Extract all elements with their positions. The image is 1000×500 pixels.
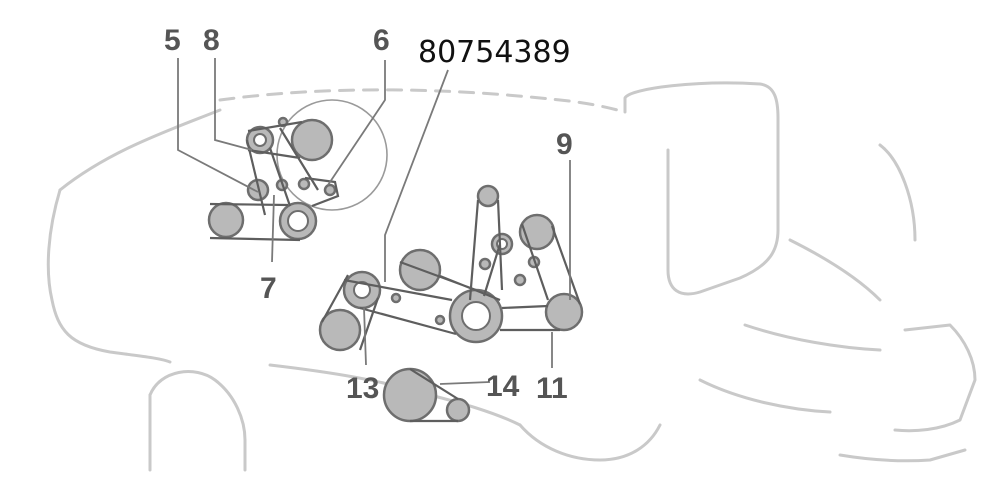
- pulley: [382, 367, 438, 423]
- leader-line-8: [214, 58, 253, 151]
- pulley: [207, 201, 245, 239]
- machine-outline: [46, 81, 977, 472]
- leader-line-6: [327, 60, 386, 186]
- middle-drive-group: [318, 184, 584, 352]
- callout-13: 13: [346, 372, 379, 405]
- drive-belt: [321, 274, 380, 351]
- drive-belt: [245, 120, 319, 216]
- upper-drive-group: [207, 99, 388, 242]
- pulley: [290, 118, 334, 162]
- pulley-hub: [287, 210, 309, 232]
- pulley: [478, 257, 492, 271]
- drive-belt: [468, 199, 504, 301]
- drive-belt: [343, 260, 501, 336]
- callout-14: 14: [486, 370, 520, 403]
- pulley: [513, 273, 527, 287]
- pulley: [318, 308, 362, 352]
- pulley-hub: [353, 281, 371, 299]
- part-number-label: 80754389: [418, 35, 571, 70]
- callout-7: 7: [260, 272, 277, 305]
- callout-6: 6: [373, 24, 390, 57]
- pulley-hub: [253, 133, 267, 147]
- callout-8: 8: [203, 24, 220, 57]
- drive-belt: [209, 202, 301, 242]
- pulley: [297, 177, 311, 191]
- drive-belt: [409, 368, 459, 423]
- lower-drive-group: [382, 367, 471, 423]
- drive-belt: [304, 176, 340, 208]
- leader-line-part-number: [384, 69, 449, 282]
- pulley: [476, 184, 500, 208]
- callout-11: 11: [536, 372, 568, 405]
- drive-belt: [500, 223, 582, 332]
- pulley: [390, 292, 402, 304]
- leader-line-5: [177, 58, 259, 193]
- pulley-hub: [461, 301, 491, 331]
- leader-line-7: [271, 194, 275, 263]
- leader-line-13: [363, 307, 367, 366]
- pulley: [445, 397, 471, 423]
- pulley: [434, 314, 446, 326]
- leader-lines: [177, 58, 571, 385]
- callout-5: 5: [164, 24, 181, 57]
- callout-9: 9: [556, 128, 573, 161]
- leader-line-14: [439, 381, 491, 385]
- pulley: [544, 292, 584, 332]
- pulley: [323, 183, 337, 197]
